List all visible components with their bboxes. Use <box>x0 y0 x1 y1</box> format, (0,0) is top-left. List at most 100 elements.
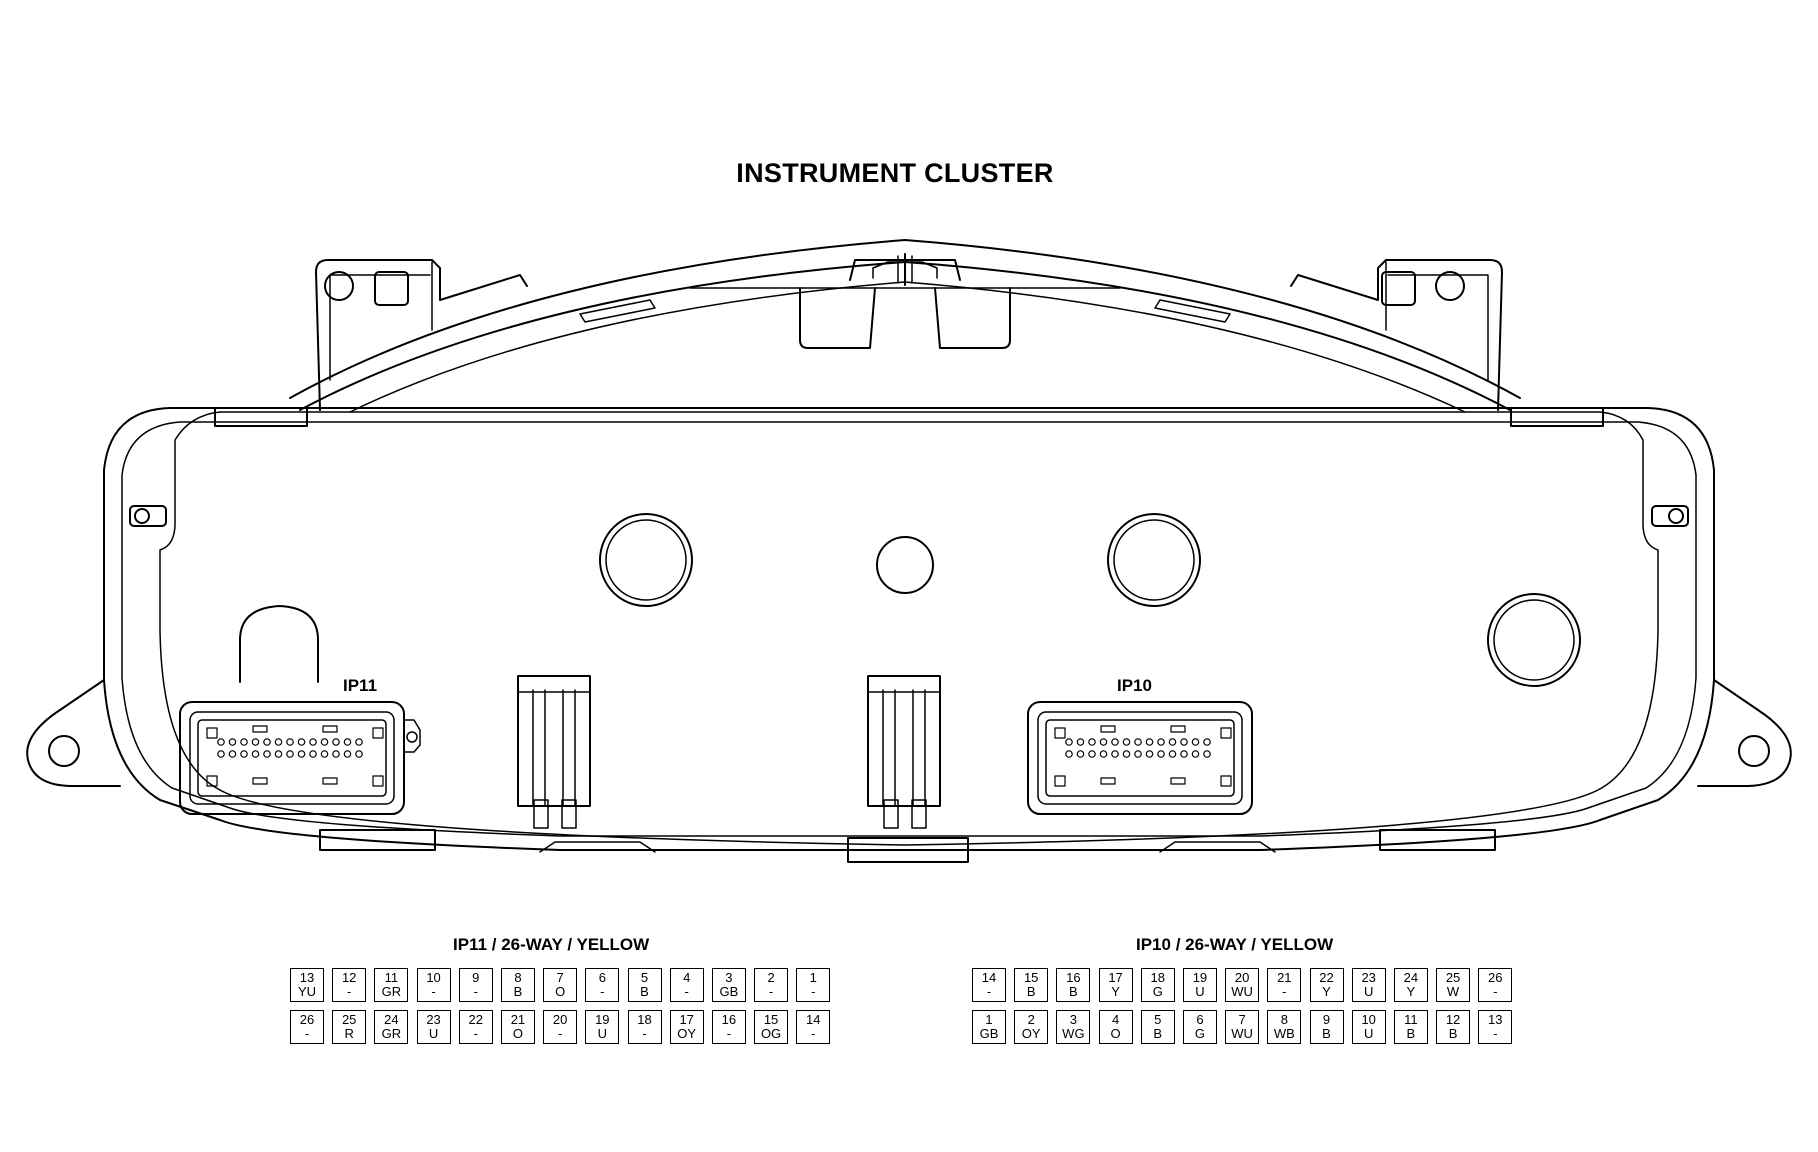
wire-color: R <box>344 1026 354 1041</box>
wire-color: WB <box>1273 1026 1295 1041</box>
wire-color: - <box>600 984 605 999</box>
wire-color: G <box>1152 984 1163 999</box>
pin-number: 6 <box>1196 1012 1204 1027</box>
cluster-body <box>26 407 1792 863</box>
wire-color: - <box>684 984 689 999</box>
pin-cell: 2- <box>754 968 789 1002</box>
right-mounting-ear <box>1290 259 1503 411</box>
pin-number: 11 <box>1404 1012 1418 1027</box>
pin-cell: 22- <box>458 1010 493 1044</box>
wire-color: - <box>642 1026 647 1041</box>
pin-number: 15 <box>763 1012 779 1027</box>
ip11-label: IP11 <box>343 676 378 695</box>
wire-color: WU <box>1231 984 1253 999</box>
pin-cell: 14- <box>972 968 1006 1002</box>
wire-color: - <box>1493 984 1498 999</box>
pin-cavity <box>228 750 237 758</box>
pin-cavity <box>217 738 225 746</box>
pin-number: 25 <box>1445 970 1461 985</box>
pin-number: 1 <box>985 1012 993 1027</box>
pin-number: 3 <box>1069 1012 1077 1027</box>
wire-color: Y <box>1406 984 1416 999</box>
pin-cavity <box>343 738 352 746</box>
pin-number: 16 <box>721 1012 737 1027</box>
pin-number: 20 <box>1234 970 1250 985</box>
ip10-connector <box>1027 701 1253 815</box>
pin-cavity <box>1099 738 1108 746</box>
pin-number: 18 <box>637 1012 652 1027</box>
pin-number: 8 <box>514 970 522 985</box>
pin-number: 4 <box>683 970 691 985</box>
pin-number: 23 <box>426 1012 441 1027</box>
pin-cavity <box>1145 738 1154 746</box>
pin-cavity <box>1099 750 1108 758</box>
ip10-label: IP10 <box>1117 676 1152 695</box>
pin-number: 26 <box>299 1012 315 1027</box>
pin-number: 7 <box>1238 1012 1246 1027</box>
wire-color: U <box>597 1026 607 1041</box>
wire-color: - <box>557 1026 563 1041</box>
wire-color: OG <box>760 1026 782 1041</box>
key-slot <box>322 777 338 785</box>
pin-cell: 1- <box>796 968 831 1002</box>
pin-cavity <box>1076 738 1085 746</box>
pin-cavity <box>1168 738 1177 746</box>
pin-number: 8 <box>1280 1012 1288 1027</box>
wire-color: WG <box>1062 1026 1085 1041</box>
pin-cavity <box>1180 750 1188 758</box>
pin-number: 26 <box>1488 970 1503 985</box>
pin-cavity <box>274 738 283 746</box>
pin-number: 16 <box>1066 970 1081 985</box>
pin-number: 24 <box>1403 970 1419 985</box>
pin-number: 5 <box>640 970 649 985</box>
pin-cavity <box>297 750 306 758</box>
pin-cavity <box>1203 750 1211 758</box>
ip10-table-title: IP10 / 26-WAY / YELLOW <box>1136 935 1334 954</box>
wire-color: O <box>1110 1026 1121 1041</box>
pin-number: 22 <box>1319 970 1334 985</box>
wire-color: GB <box>979 1026 999 1041</box>
upper-housing-arch <box>289 239 1521 413</box>
pin-cavity <box>263 738 271 746</box>
right-center-clip <box>867 675 941 829</box>
pin-cell: 18- <box>627 1010 662 1044</box>
wire-color: Y <box>1111 984 1120 999</box>
pin-number: 13 <box>1488 1012 1503 1027</box>
wire-color: B <box>1322 1026 1331 1041</box>
pin-cell: 14- <box>796 1010 831 1044</box>
wire-color: WU <box>1231 1026 1253 1041</box>
pin-number: 14 <box>806 1012 821 1027</box>
pin-cell: 26- <box>290 1010 324 1044</box>
pin-cell: 6- <box>585 968 620 1002</box>
wire-color: B <box>513 984 523 999</box>
pin-number: 2 <box>767 970 775 985</box>
pin-cavity <box>1111 738 1119 746</box>
pin-cavity <box>251 750 260 758</box>
pin-cavity <box>1145 750 1154 758</box>
pin-cavity <box>228 738 237 746</box>
key-slot <box>372 775 384 787</box>
pin-cavity <box>1191 750 1200 758</box>
wire-color: - <box>473 1026 478 1041</box>
wire-color: YU <box>297 984 317 999</box>
pin-number: 21 <box>1277 970 1292 985</box>
pin-cavity <box>1134 738 1142 746</box>
wire-color: OY <box>677 1026 697 1041</box>
